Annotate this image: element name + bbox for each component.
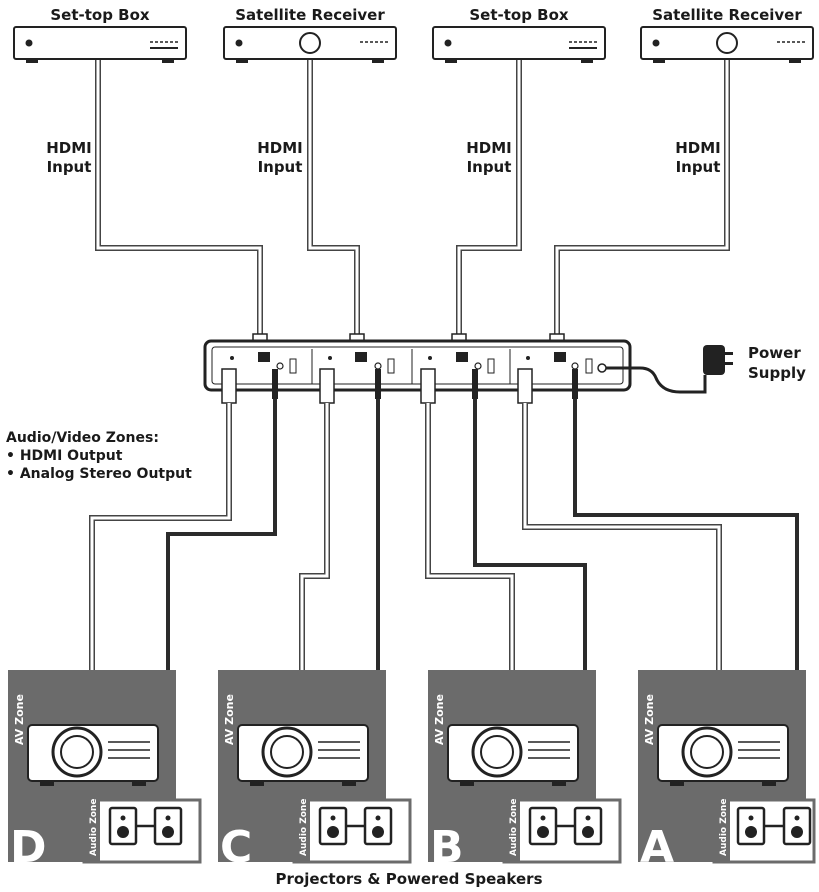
hdmi-input-label-1: HDMI Input: [46, 139, 92, 176]
speaker-icon: [528, 806, 558, 846]
source-1-label: Set-top Box: [50, 6, 150, 24]
input-label-line2: Input: [467, 158, 512, 176]
zones-legend: Audio/Video Zones: • HDMI Output • Analo…: [6, 430, 192, 482]
hdmi-label-line1: HDMI: [46, 139, 92, 157]
input-label-line2: Input: [47, 158, 92, 176]
zones-heading: Audio/Video Zones:: [6, 430, 159, 446]
audio-zone-a: Audio Zone: [712, 798, 816, 864]
audio-zone-tag: Audio Zone: [719, 799, 729, 856]
av-zone-tag: AV Zone: [433, 694, 446, 745]
av-zone-tag: AV Zone: [223, 694, 236, 745]
hdmi-extender-device: [203, 339, 632, 392]
input-label-line2: Input: [676, 158, 721, 176]
speaker-icon: [108, 806, 138, 846]
power-label-line2: Supply: [748, 364, 806, 382]
speaker-icon: [782, 806, 812, 846]
audio-zone-c: Audio Zone: [292, 798, 412, 864]
zone-letter: B: [430, 822, 464, 873]
av-zone-tag: AV Zone: [643, 694, 656, 745]
source-4: Satellite Receiver: [640, 6, 814, 63]
port-group-1: [230, 352, 297, 374]
source-1: Set-top Box: [13, 6, 187, 63]
projector-icon: [447, 724, 579, 786]
input-label-line2: Input: [258, 158, 303, 176]
source-3-label: Set-top Box: [469, 6, 569, 24]
audio-zone-tag: Audio Zone: [299, 799, 309, 856]
satellite-receiver-icon: [640, 26, 814, 63]
zone-letter: D: [10, 822, 47, 873]
av-zone-tag: AV Zone: [13, 694, 26, 745]
speaker-icon: [363, 806, 393, 846]
speaker-icon: [573, 806, 603, 846]
hdmi-output-cables: [89, 403, 722, 730]
projector-icon: [237, 724, 369, 786]
speaker-icon: [153, 806, 183, 846]
zone-letter: A: [640, 822, 674, 873]
power-supply: Power Supply: [606, 344, 806, 394]
footer-caption: Projectors & Powered Speakers: [276, 870, 543, 888]
projector-icon: [657, 724, 789, 786]
speaker-icon: [318, 806, 348, 846]
source-2: Satellite Receiver: [223, 6, 397, 63]
projector-icon: [27, 724, 159, 786]
zones-bullet-hdmi: • HDMI Output: [6, 448, 123, 464]
hdmi-input-cables: [95, 60, 730, 351]
output-connectors: [221, 368, 578, 404]
audio-zone-d: Audio Zone: [82, 798, 202, 864]
zone-letter: C: [220, 822, 252, 873]
audio-zone-tag: Audio Zone: [89, 799, 99, 856]
power-label-line1: Power: [748, 344, 801, 362]
source-4-label: Satellite Receiver: [652, 6, 802, 24]
satellite-receiver-icon: [223, 26, 397, 63]
source-2-label: Satellite Receiver: [235, 6, 385, 24]
hdmi-label-line1: HDMI: [257, 139, 303, 157]
hdmi-input-label-3: HDMI Input: [466, 139, 512, 176]
audio-zone-b: Audio Zone: [502, 798, 622, 864]
hdmi-input-label-2: HDMI Input: [257, 139, 303, 176]
hdmi-label-line1: HDMI: [466, 139, 512, 157]
speaker-icon: [736, 806, 766, 846]
power-adapter-icon: [703, 345, 733, 375]
zones-bullet-audio: • Analog Stereo Output: [6, 466, 192, 482]
set-top-box-icon: [13, 26, 187, 63]
audio-zone-tag: Audio Zone: [509, 799, 519, 856]
hdmi-input-label-4: HDMI Input: [675, 139, 721, 176]
hdmi-label-line1: HDMI: [675, 139, 721, 157]
source-3: Set-top Box: [432, 6, 606, 63]
set-top-box-icon: [432, 26, 606, 63]
